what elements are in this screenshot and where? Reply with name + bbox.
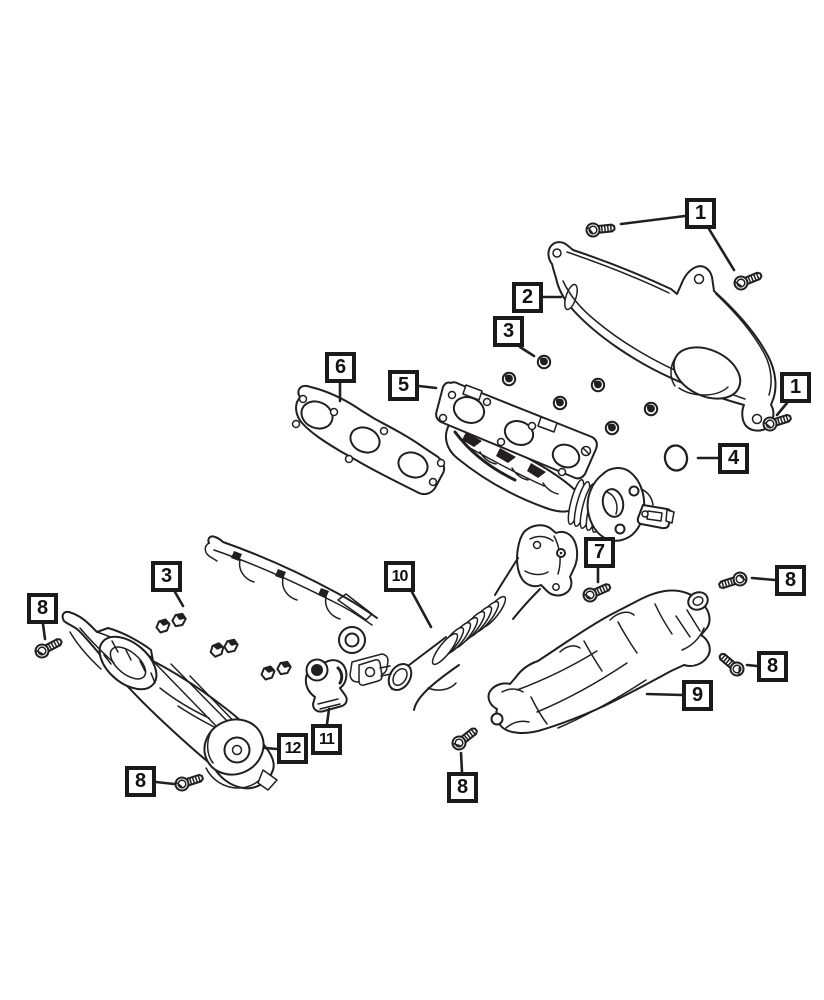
callout-box-5[interactable]: 5 bbox=[388, 370, 419, 401]
leader-line-9 bbox=[645, 692, 684, 697]
leader-line-3-upper bbox=[518, 345, 536, 358]
upper-heat-shield bbox=[547, 241, 777, 432]
bolt-8a bbox=[32, 634, 66, 661]
callout-box-9[interactable]: 9 bbox=[682, 680, 713, 711]
leader-line-8-left bbox=[41, 622, 47, 641]
crossover-pipe bbox=[358, 524, 579, 711]
clamp bbox=[304, 658, 348, 713]
bolt-8d bbox=[716, 569, 750, 593]
right-exhaust-manifold bbox=[435, 381, 675, 542]
bolt-8c bbox=[448, 723, 481, 754]
leader-line-11 bbox=[325, 707, 331, 726]
leader-line-3-lower bbox=[173, 590, 185, 608]
callout-box-8-right-upper[interactable]: 8 bbox=[775, 565, 806, 596]
bolt-1a bbox=[584, 220, 617, 239]
callout-box-2[interactable]: 2 bbox=[512, 282, 543, 313]
callout-box-8-bottom-left[interactable]: 8 bbox=[125, 766, 156, 797]
callout-box-12[interactable]: 12 bbox=[277, 733, 308, 764]
leader-line-8-right-upper bbox=[750, 576, 777, 582]
callout-box-10[interactable]: 10 bbox=[384, 561, 415, 592]
callout-box-3-upper[interactable]: 3 bbox=[493, 316, 524, 347]
left-heat-shield bbox=[61, 610, 278, 791]
callout-box-8-right-lower[interactable]: 8 bbox=[757, 651, 788, 682]
callout-box-7[interactable]: 7 bbox=[584, 537, 615, 568]
callout-box-1-right[interactable]: 1 bbox=[780, 372, 811, 403]
leader-line-5 bbox=[417, 384, 438, 390]
leader-line-8-bottom-left bbox=[154, 780, 176, 786]
leader-line-1-upper bbox=[619, 214, 687, 226]
oval-seal bbox=[663, 444, 689, 472]
bolt-1b bbox=[731, 267, 765, 293]
callout-box-3-lower[interactable]: 3 bbox=[151, 561, 182, 592]
leader-line-12 bbox=[263, 746, 279, 751]
leader-lines bbox=[41, 214, 789, 786]
callout-box-1-upper[interactable]: 1 bbox=[685, 198, 716, 229]
bolt-8b bbox=[172, 770, 206, 794]
leader-line-8-bottom-center bbox=[459, 751, 464, 774]
leader-line-1-right bbox=[775, 401, 789, 417]
manifold-gasket bbox=[291, 384, 446, 496]
pipe-bellows bbox=[431, 595, 507, 666]
left-exhaust-manifold bbox=[204, 535, 389, 683]
callout-box-11[interactable]: 11 bbox=[311, 724, 342, 755]
lower-heat-shield bbox=[487, 589, 711, 734]
callout-box-4[interactable]: 4 bbox=[718, 443, 749, 474]
leader-line-10 bbox=[410, 590, 433, 629]
callout-box-6[interactable]: 6 bbox=[325, 352, 356, 383]
leader-line-1-upper bbox=[707, 227, 736, 272]
leader-line-8-right-lower bbox=[745, 663, 759, 668]
callout-box-8-left[interactable]: 8 bbox=[27, 593, 58, 624]
bolt-7 bbox=[580, 579, 614, 605]
flange-bracket bbox=[636, 504, 675, 530]
manifold-outlet-flange bbox=[586, 467, 654, 542]
bolt-8e bbox=[715, 649, 748, 680]
callout-box-8-bottom-center[interactable]: 8 bbox=[447, 772, 478, 803]
